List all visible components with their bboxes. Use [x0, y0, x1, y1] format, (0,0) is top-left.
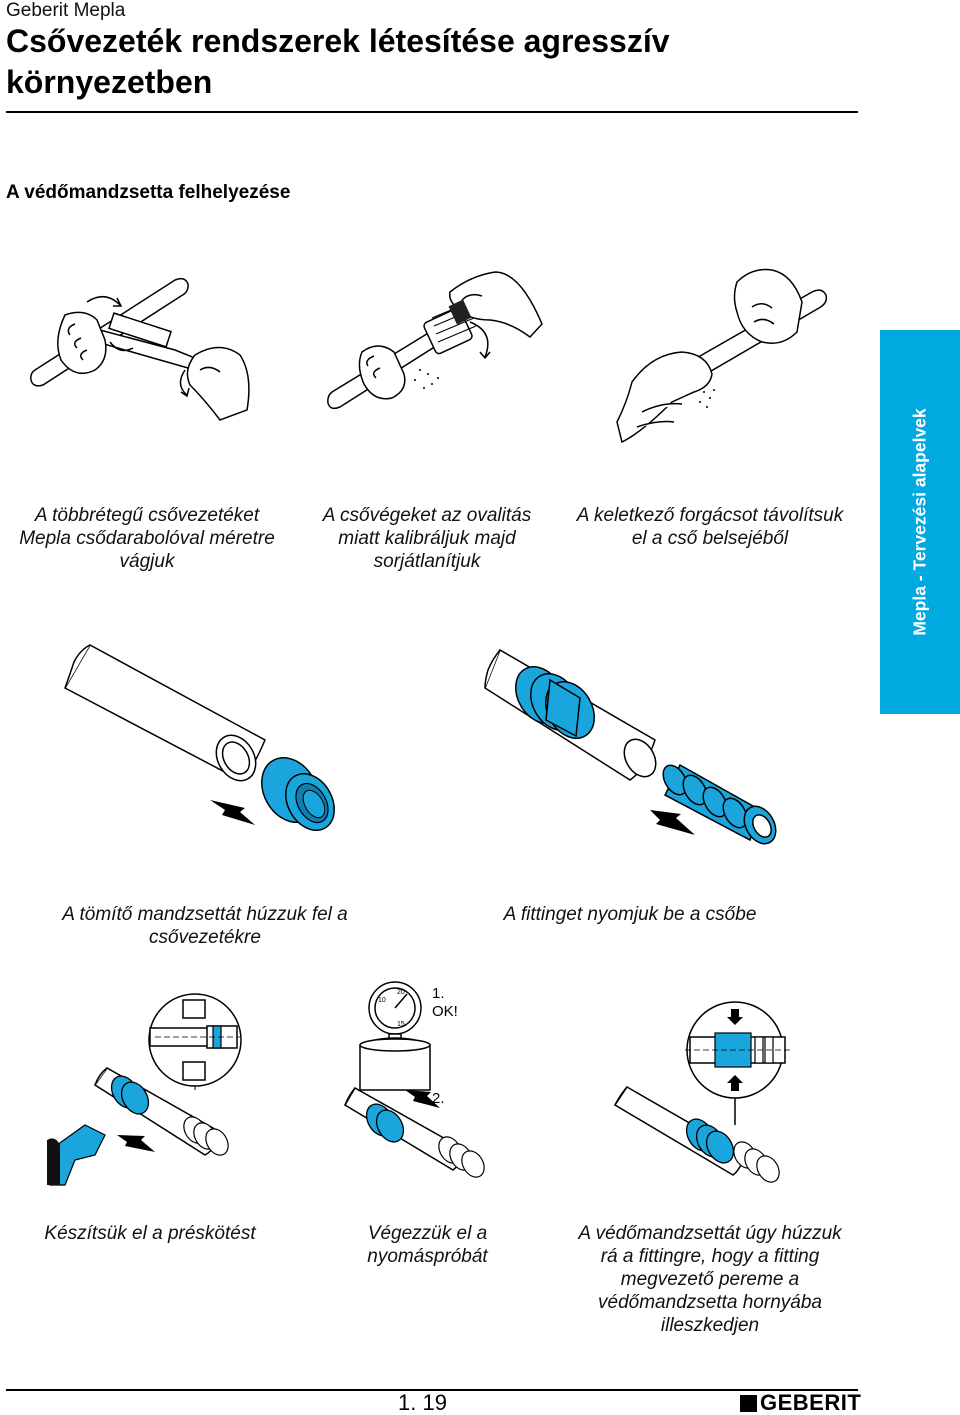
caption-calibrate: A csővégeket az ovalitás miatt kalibrálj… — [304, 504, 550, 573]
step-1-label: 1. — [432, 985, 445, 1002]
logo-text: GEBERIT — [760, 1390, 861, 1415]
sleeve-over-fitting-illustration — [605, 995, 815, 1195]
gauge-tick-2: 10 — [378, 997, 386, 1004]
pressure-test-illustration: 20 10 15 — [335, 980, 495, 1190]
step-2-label: 2. — [432, 1090, 445, 1107]
gauge-tick-3: 15 — [397, 1021, 405, 1028]
caption-pressure-test: Végezzük el a nyomáspróbát — [340, 1222, 515, 1268]
caption-fitting: A fittinget nyomjuk be a csőbe — [460, 903, 800, 926]
logo-square — [740, 1395, 757, 1412]
caption-slide: A védőmandzsettát úgy húzzuk rá a fittin… — [575, 1222, 845, 1337]
side-tab-label: Mepla - Tervezési alapelvek — [910, 408, 931, 635]
calibration-tool-illustration — [320, 262, 545, 422]
press-joint-illustration — [45, 990, 275, 1190]
page-title: Csővezeték rendszerek létesítése agressz… — [6, 21, 866, 103]
brand-line: Geberit Mepla — [6, 0, 125, 22]
sleeve-on-pipe-illustration — [60, 640, 360, 840]
gauge-tick-1: 20 — [397, 989, 405, 996]
pipe-cutter-illustration — [25, 260, 260, 425]
title-divider — [6, 111, 858, 113]
caption-chips: A keletkező forgácsot távolítsuk el a cs… — [570, 504, 850, 550]
caption-sleeve: A tömítő mandzsettát húzzuk fel a csővez… — [40, 903, 370, 949]
caption-press: Készítsük el a préskötést — [20, 1222, 280, 1245]
chip-removal-illustration — [612, 262, 837, 452]
fitting-insert-illustration — [480, 640, 790, 850]
step-ok-label: OK! — [432, 1003, 458, 1020]
page-number: 1. 19 — [398, 1390, 447, 1415]
side-tab: Mepla - Tervezési alapelvek — [880, 330, 960, 714]
caption-cut: A többrétegű csővezetéket Mepla csődarab… — [18, 504, 276, 573]
section-heading: A védőmandzsetta felhelyezése — [6, 182, 290, 204]
geberit-logo: GEBERIT — [740, 1392, 861, 1414]
